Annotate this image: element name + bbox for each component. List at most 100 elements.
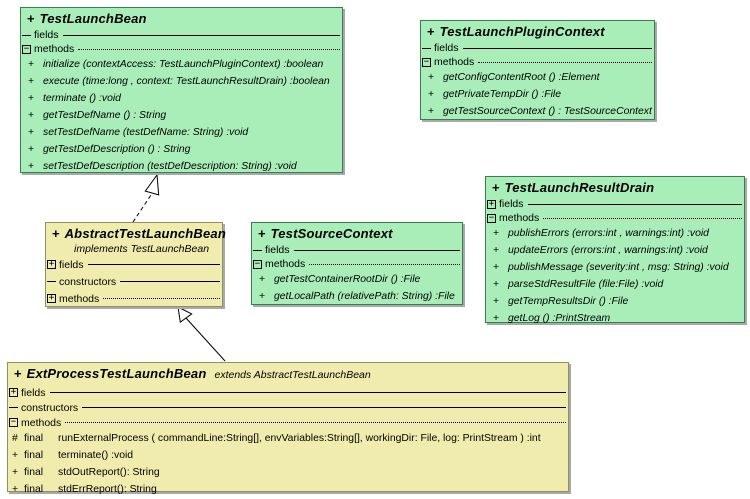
collapse-toggle-icon[interactable]: − — [422, 56, 431, 67]
visibility-prefix: + — [28, 76, 35, 87]
visibility-prefix: + — [52, 226, 60, 241]
section-separator-line — [293, 249, 460, 251]
method-row[interactable]: +getLog () :PrintStream — [486, 310, 744, 327]
method-row[interactable]: + getTestSourceContext () : TestSourceCon… — [421, 103, 654, 120]
method-row[interactable]: +parseStdResultFile (file:File) :void — [486, 276, 744, 293]
method-signature: getPrivateTempDir () :File — [443, 89, 561, 100]
realization-arrow[interactable] — [132, 173, 160, 223]
method-signature: getLocalPath (relativePath: String) :Fil… — [274, 291, 455, 302]
method-row[interactable]: +getLocalPath (relativePath: String) :Fi… — [252, 288, 462, 305]
visibility-prefix: + — [428, 89, 435, 100]
expand-toggle-icon[interactable]: + — [9, 387, 18, 397]
section-label: methods — [434, 56, 475, 68]
method-row[interactable]: +getTestDefDescription () : String — [21, 141, 342, 158]
section-label: fields — [34, 29, 59, 41]
section-label: constructors — [59, 275, 117, 288]
method-row[interactable]: + getTestContainerRootDir () :File — [252, 271, 462, 288]
section-label: fields — [21, 386, 46, 399]
section-separator-line — [103, 298, 220, 299]
method-signature: getTestDefName () : String — [43, 110, 167, 121]
section-label: methods — [34, 43, 75, 55]
visibility-prefix: + — [428, 106, 435, 117]
section-separator-line — [309, 263, 460, 265]
method-row[interactable]: +getTestDefName () : String — [21, 107, 342, 124]
method-signature: parseStdResultFile (file:File) :void — [508, 279, 664, 290]
collapse-toggle-icon[interactable]: − — [9, 417, 18, 427]
visibility-prefix: + — [492, 180, 500, 195]
dash-icon — [253, 249, 262, 251]
method-row[interactable]: +setTestDefDescription (testDefDescripti… — [21, 158, 342, 175]
section-separator-line — [49, 392, 566, 393]
class-name: ExtProcessTestLaunchBean — [26, 366, 207, 381]
expand-toggle-icon[interactable]: + — [487, 198, 496, 209]
visibility-prefix: + — [259, 274, 266, 285]
class-title: +TestLaunchPluginContext — [421, 21, 654, 41]
method-row[interactable]: +terminate () :void — [21, 90, 342, 107]
section-header-methods: −methods — [421, 55, 654, 69]
visibility-prefix: + — [28, 161, 35, 172]
collapse-toggle-icon[interactable]: − — [22, 43, 31, 54]
collapse-toggle-icon[interactable]: − — [253, 258, 262, 269]
final-modifier: final — [24, 484, 44, 495]
section-separator-line — [120, 281, 220, 282]
generalization-arrow[interactable] — [177, 306, 226, 362]
method-signature: setTestDefName (testDefName: String) :vo… — [43, 127, 249, 138]
section-label: fields — [499, 198, 524, 210]
section-separator-line — [478, 61, 652, 63]
class-box-ExtProcessTestLaunchBean[interactable]: + ExtProcessTestLaunchBean extends Abstrac… — [7, 362, 569, 495]
visibility-prefix: + — [12, 467, 19, 478]
method-row[interactable]: + getConfigContentRoot () :Element — [421, 69, 654, 86]
section-separator-line — [87, 264, 220, 265]
method-row[interactable]: +getTempResultsDir () :File — [486, 293, 744, 310]
section-separator-line — [527, 203, 742, 205]
method-signature: getTestSourceContext () : TestSourceCont… — [443, 106, 652, 117]
implements-subtitle: implements TestLaunchBean — [74, 243, 210, 255]
visibility-prefix: + — [14, 366, 22, 381]
visibility-prefix: + — [12, 450, 19, 461]
method-row[interactable]: +initialize (contextAccess: TestLaunchPl… — [21, 56, 342, 73]
class-name: TestLaunchBean — [39, 11, 147, 26]
section-header-methods: −methods — [486, 211, 744, 225]
method-signature: execute (time:long , context: TestLaunch… — [43, 76, 330, 87]
method-row[interactable]: +updateErrors (errors:int , warnings:int… — [486, 242, 744, 259]
class-name: TestSourceContext — [270, 226, 393, 241]
collapse-toggle-icon[interactable]: − — [487, 212, 496, 223]
expand-toggle-icon[interactable]: + — [47, 293, 56, 303]
visibility-prefix: + — [28, 59, 35, 70]
method-row[interactable]: +publishErrors (errors:int , warnings:in… — [486, 225, 744, 242]
class-title: +TestLaunchResultDrain — [486, 177, 744, 197]
visibility-prefix: + — [258, 226, 266, 241]
extends-subtitle: extends AbstractTestLaunchBean — [214, 369, 371, 381]
method-signature: getTestDefDescription () : String — [43, 144, 191, 155]
method-row[interactable]: + getPrivateTempDir () :File — [421, 86, 654, 103]
visibility-prefix: + — [12, 484, 19, 495]
expand-toggle-icon[interactable]: + — [47, 259, 56, 269]
method-signature: publishMessage (severity:int , msg: Stri… — [508, 262, 729, 273]
method-row[interactable]: + setTestDefName (testDefName: String) :v… — [21, 124, 342, 141]
visibility-prefix: + — [28, 127, 35, 138]
dash-icon — [9, 407, 18, 408]
section-label: methods — [499, 212, 540, 224]
method-signature: getConfigContentRoot () :Element — [443, 72, 600, 83]
method-row[interactable]: + execute (time:long , context: TestLaunc… — [21, 73, 342, 90]
section-header-fields: fields — [21, 28, 342, 42]
section-separator-line — [62, 34, 340, 36]
method-signature: getLog () :PrintStream — [508, 313, 611, 324]
method-signature: getTestContainerRootDir () :File — [274, 274, 421, 285]
section-label: methods — [21, 416, 62, 429]
method-row[interactable]: +publishMessage (severity:int , msg: Str… — [486, 259, 744, 276]
section-separator-line — [462, 47, 652, 49]
class-box-TestLaunchBean[interactable]: + TestLaunchBean fields−methods+initialize… — [20, 7, 343, 173]
method-signature: terminate() :void — [58, 450, 134, 461]
class-box-TestLaunchResultDrain[interactable]: +TestLaunchResultDrain+fields−methods+pu… — [485, 176, 745, 324]
visibility-prefix: + — [428, 72, 435, 83]
